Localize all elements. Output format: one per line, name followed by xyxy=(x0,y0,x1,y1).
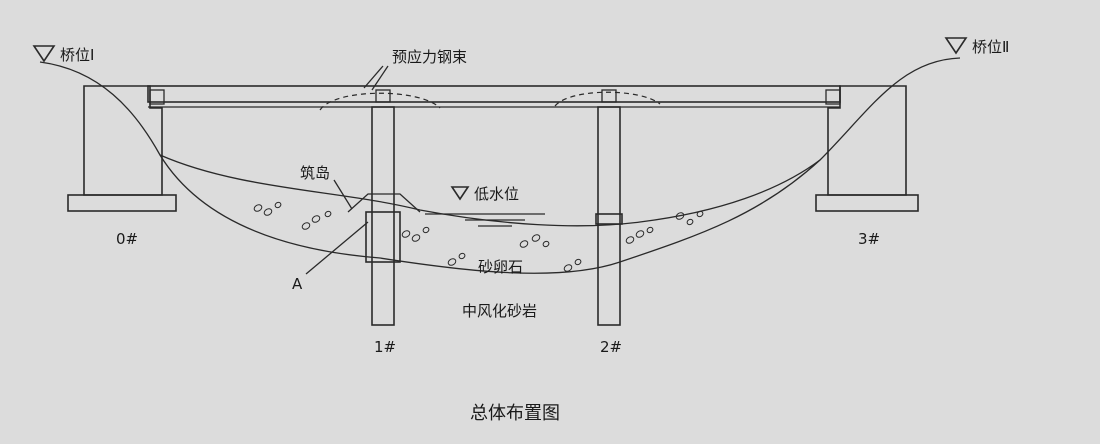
pebble xyxy=(542,240,550,248)
pebble xyxy=(447,258,457,266)
pebble xyxy=(274,201,282,209)
pebble xyxy=(563,264,573,272)
abutment-3-footing xyxy=(815,194,919,212)
diagram-caption: 总体布置图 xyxy=(470,403,560,424)
gravel-lower-boundary xyxy=(159,154,821,227)
pebble xyxy=(625,236,635,244)
pebble xyxy=(458,252,466,260)
tendon-leader-2 xyxy=(371,65,389,91)
weathered-sandstone-label: 中风化砂岩 xyxy=(462,302,537,320)
pier-3-label: 3# xyxy=(858,230,880,248)
cofferdam-island-label: 筑岛 xyxy=(300,164,330,182)
pebble xyxy=(635,230,645,238)
bridge-position-2-marker xyxy=(944,37,968,55)
pebble xyxy=(324,210,332,218)
pier-2-casing xyxy=(595,213,623,225)
tendon-arc-pier-2 xyxy=(554,91,661,107)
abutment-0-footing xyxy=(67,194,177,212)
pier-1-casing xyxy=(365,211,401,263)
ground-profile xyxy=(39,57,961,274)
pebble xyxy=(263,208,273,216)
pebble xyxy=(531,234,541,242)
deck-girder xyxy=(147,85,841,103)
abutment-0-bearing xyxy=(149,89,165,105)
water-level-marker xyxy=(450,186,470,201)
pebble xyxy=(401,230,411,238)
pebble xyxy=(311,215,321,223)
bridge-position-2-label: 桥位Ⅱ xyxy=(972,38,1009,56)
pebble xyxy=(646,226,654,234)
low-water-level-label: 低水位 xyxy=(474,185,519,203)
pier-2-label: 2# xyxy=(600,338,622,356)
pebble xyxy=(519,240,529,248)
point-a-label: A xyxy=(292,275,303,293)
pebble xyxy=(411,234,421,242)
pier-2-column xyxy=(597,106,621,326)
tendon-arc-pier-1 xyxy=(319,92,441,111)
abutment-3-bearing xyxy=(825,89,841,105)
pebble xyxy=(301,222,311,230)
tendon-leader-1 xyxy=(363,65,384,89)
pier-1-column xyxy=(371,106,395,326)
pier-1-label: 1# xyxy=(374,338,396,356)
pebble xyxy=(422,226,430,234)
point-a-leader xyxy=(305,221,369,275)
pebble xyxy=(253,204,263,212)
island-leader xyxy=(333,179,353,210)
pebble xyxy=(686,218,694,226)
pebble xyxy=(675,212,685,220)
pebble-group xyxy=(253,201,704,272)
prestress-tendon-label: 预应力钢束 xyxy=(392,48,467,66)
pebble xyxy=(574,258,582,266)
pebble xyxy=(696,210,704,218)
bridge-position-1-label: 桥位Ⅰ xyxy=(60,46,94,64)
bridge-position-1-marker xyxy=(32,45,56,63)
sand-gravel-label: 砂卵石 xyxy=(478,258,523,276)
pier-1-cap xyxy=(375,89,391,103)
cofferdam-island-outline xyxy=(347,193,421,213)
pier-2-cap xyxy=(601,89,617,103)
pier-0-label: 0# xyxy=(116,230,138,248)
